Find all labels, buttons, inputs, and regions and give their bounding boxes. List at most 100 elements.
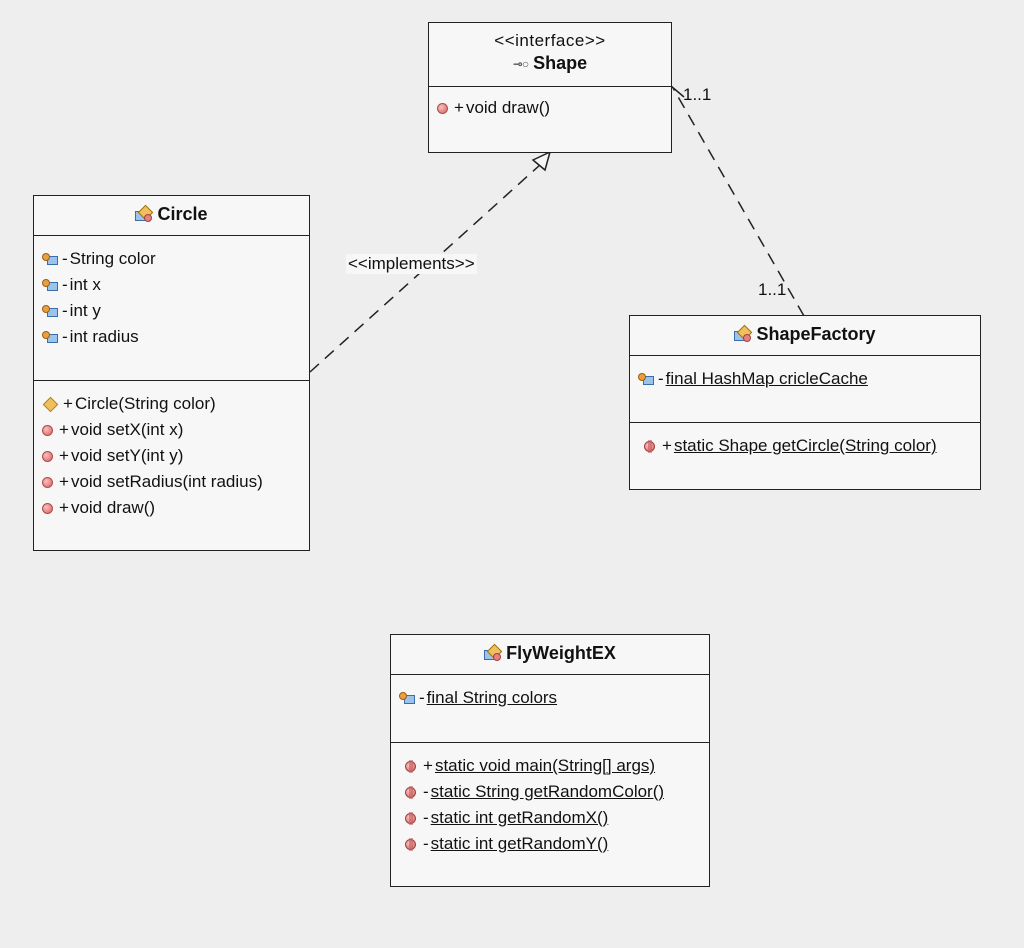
method-icon xyxy=(42,450,53,462)
field-row[interactable]: - final String colors xyxy=(399,685,709,711)
visibility-marker: - xyxy=(658,369,664,388)
flyweightex-class-box[interactable]: FlyWeightEX - final String colors + stat… xyxy=(390,634,710,887)
shape-name: Shape xyxy=(533,53,588,73)
method-signature: static void main(String[] args) xyxy=(434,756,656,775)
flyweightex-methods: + static void main(String[] args) - stat… xyxy=(391,743,709,857)
circle-title: Circle xyxy=(135,204,208,225)
flyweightex-name: FlyWeightEX xyxy=(506,643,616,663)
dependency-line xyxy=(672,87,805,317)
circle-fields: - String color - int x - int y - int rad… xyxy=(34,236,309,381)
shape-methods: + void draw() xyxy=(429,87,671,121)
field-signature: int radius xyxy=(69,327,139,346)
class-icon xyxy=(734,324,753,342)
shape-header: <<interface>> ⊸○ Shape xyxy=(429,23,671,87)
method-signature: void setY(int y) xyxy=(70,446,184,465)
field-icon xyxy=(42,330,58,344)
visibility-marker: - xyxy=(62,301,68,320)
method-signature: void draw() xyxy=(465,98,551,117)
static-method-icon xyxy=(405,759,419,773)
method-signature: void draw() xyxy=(70,498,156,517)
method-icon xyxy=(42,502,53,514)
static-method-icon xyxy=(405,837,419,851)
method-icon xyxy=(437,102,448,114)
visibility-marker: + xyxy=(662,436,672,455)
flyweightex-title: FlyWeightEX xyxy=(484,643,616,664)
circle-name: Circle xyxy=(157,204,208,224)
method-row[interactable]: + static void main(String[] args) xyxy=(405,753,709,779)
shape-interface-box[interactable]: <<interface>> ⊸○ Shape + void draw() xyxy=(428,22,672,153)
visibility-marker: - xyxy=(423,808,429,827)
circle-methods: + Circle(String color) + void setX(int x… xyxy=(34,381,309,521)
circle-header: Circle xyxy=(34,196,309,236)
visibility-marker: + xyxy=(423,756,433,775)
method-signature: void setX(int x) xyxy=(70,420,184,439)
method-row[interactable]: - static String getRandomColor() xyxy=(405,779,709,805)
method-signature: void setRadius(int radius) xyxy=(70,472,263,491)
static-field-icon xyxy=(638,372,654,386)
visibility-marker: + xyxy=(59,472,69,491)
field-signature: int y xyxy=(69,301,101,320)
multiplicity-shape-end: 1..1 xyxy=(683,85,712,104)
field-row[interactable]: - int y xyxy=(42,298,309,324)
flyweightex-fields: - final String colors xyxy=(391,675,709,743)
method-signature: static int getRandomY() xyxy=(430,834,609,853)
visibility-marker: + xyxy=(59,420,69,439)
static-method-icon xyxy=(644,439,658,453)
multiplicity-factory-end: 1..1 xyxy=(758,280,787,299)
shape-stereotype: <<interface>> xyxy=(494,31,606,50)
field-icon xyxy=(42,278,58,292)
field-row[interactable]: - final HashMap cricleCache xyxy=(638,366,980,392)
static-method-icon xyxy=(405,785,419,799)
field-icon xyxy=(42,304,58,318)
method-icon xyxy=(42,424,53,436)
field-signature: String color xyxy=(69,249,156,268)
visibility-marker: - xyxy=(423,834,429,853)
method-row[interactable]: - static int getRandomX() xyxy=(405,805,709,831)
method-signature: static int getRandomX() xyxy=(430,808,609,827)
method-row[interactable]: + void setY(int y) xyxy=(42,443,309,469)
method-row[interactable]: + Circle(String color) xyxy=(42,391,309,417)
flyweightex-header: FlyWeightEX xyxy=(391,635,709,675)
shapefactory-methods: + static Shape getCircle(String color) xyxy=(630,423,980,459)
method-row[interactable]: + void draw() xyxy=(437,95,671,121)
interface-icon: ⊸○ xyxy=(512,56,529,71)
method-row[interactable]: + void draw() xyxy=(42,495,309,521)
visibility-marker: - xyxy=(423,782,429,801)
visibility-marker: + xyxy=(454,98,464,117)
static-method-icon xyxy=(405,811,419,825)
field-row[interactable]: - int radius xyxy=(42,324,309,350)
class-icon xyxy=(135,204,154,222)
field-icon xyxy=(42,252,58,266)
visibility-marker: - xyxy=(419,688,425,707)
visibility-marker: - xyxy=(62,249,68,268)
method-icon xyxy=(42,476,53,488)
visibility-marker: + xyxy=(59,498,69,517)
static-field-icon xyxy=(399,691,415,705)
visibility-marker: + xyxy=(59,446,69,465)
shapefactory-title: ShapeFactory xyxy=(734,324,876,345)
method-row[interactable]: + void setX(int x) xyxy=(42,417,309,443)
field-signature: final HashMap cricleCache xyxy=(665,369,868,388)
implements-arrowhead xyxy=(531,150,552,172)
shapefactory-header: ShapeFactory xyxy=(630,316,980,356)
method-signature: static String getRandomColor() xyxy=(430,782,665,801)
class-icon xyxy=(484,643,503,661)
method-row[interactable]: - static int getRandomY() xyxy=(405,831,709,857)
shapefactory-fields: - final HashMap cricleCache xyxy=(630,356,980,423)
field-row[interactable]: - int x xyxy=(42,272,309,298)
circle-class-box[interactable]: Circle - String color - int x - int y - … xyxy=(33,195,310,551)
shapefactory-name: ShapeFactory xyxy=(756,324,876,344)
constructor-icon xyxy=(42,396,59,412)
visibility-marker: - xyxy=(62,275,68,294)
method-row[interactable]: + void setRadius(int radius) xyxy=(42,469,309,495)
implements-label: <<implements>> xyxy=(346,254,477,274)
field-row[interactable]: - String color xyxy=(42,246,309,272)
method-signature: static Shape getCircle(String color) xyxy=(673,436,937,455)
field-signature: final String colors xyxy=(426,688,558,707)
visibility-marker: + xyxy=(63,394,73,413)
visibility-marker: - xyxy=(62,327,68,346)
method-row[interactable]: + static Shape getCircle(String color) xyxy=(644,433,980,459)
implements-line xyxy=(309,163,542,373)
shapefactory-class-box[interactable]: ShapeFactory - final HashMap cricleCache… xyxy=(629,315,981,490)
method-signature: Circle(String color) xyxy=(74,394,216,413)
